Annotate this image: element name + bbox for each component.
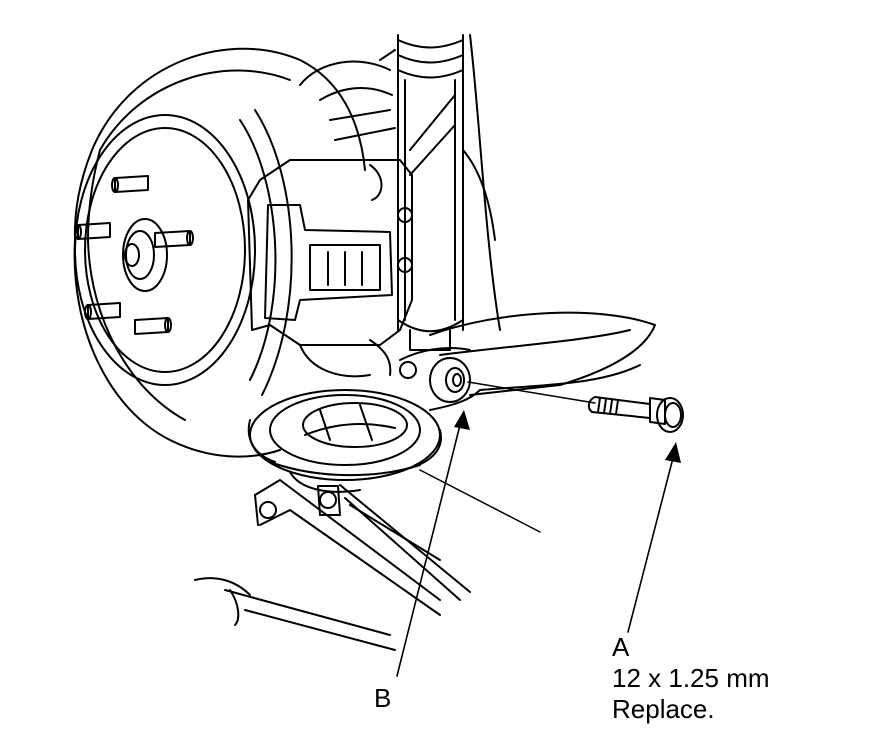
callout-b-letter: B: [374, 683, 392, 713]
lower-arm: [400, 313, 655, 410]
wheel-studs: [75, 176, 193, 334]
knuckle: [300, 50, 395, 140]
leader-b-arrowhead: [454, 410, 470, 430]
callout-a-letter: A: [612, 632, 630, 662]
flange-bolt-a: [468, 382, 683, 432]
spring-seat: [249, 390, 441, 480]
shock-absorber: [398, 35, 500, 350]
brake-caliper: [248, 160, 412, 376]
bushing: [400, 358, 470, 402]
floor-jack: [195, 470, 540, 650]
leader-lines: [397, 425, 673, 676]
callout-a-spec: 12 x 1.25 mm: [612, 663, 770, 693]
brake-rotor: [75, 49, 365, 457]
leader-a-arrowhead: [665, 442, 681, 463]
callout-a-note: Replace.: [612, 694, 715, 724]
